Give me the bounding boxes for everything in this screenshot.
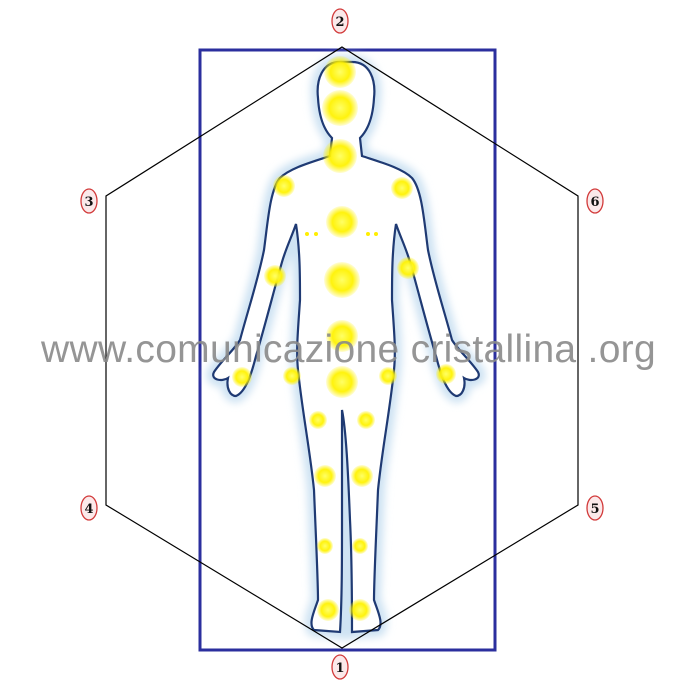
svg-text:4: 4 [84, 502, 93, 517]
energy-point-icon [323, 139, 357, 173]
energy-point-icon [322, 90, 358, 126]
energy-point-icon [366, 232, 370, 236]
energy-point-icon [314, 232, 318, 236]
svg-text:2: 2 [335, 15, 344, 30]
svg-text:3: 3 [84, 195, 93, 210]
svg-text:1: 1 [335, 661, 344, 676]
energy-point-icon [317, 599, 339, 621]
energy-point-icon [374, 232, 378, 236]
energy-point-icon [357, 411, 375, 429]
vertex-label-1: 1 [332, 655, 348, 679]
energy-point-icon [264, 265, 286, 287]
energy-point-icon [309, 411, 327, 429]
energy-point-icon [324, 56, 356, 88]
energy-point-icon [349, 599, 371, 621]
vertex-label-6: 6 [587, 189, 603, 213]
vertex-label-2: 2 [332, 9, 348, 33]
energy-point-icon [317, 538, 333, 554]
vertex-label-4: 4 [81, 496, 97, 520]
energy-point-icon [391, 177, 413, 199]
energy-point-icon [351, 465, 373, 487]
vertex-label-3: 3 [81, 189, 97, 213]
svg-text:5: 5 [590, 502, 599, 517]
vertex-label-5: 5 [587, 496, 603, 520]
energy-point-icon [273, 175, 295, 197]
watermark-text: www.comunicazione cristallina .org [0, 328, 697, 372]
energy-point-icon [397, 257, 419, 279]
energy-point-icon [352, 538, 368, 554]
energy-point-icon [305, 232, 309, 236]
energy-point-icon [324, 262, 360, 298]
energy-point-icon [314, 465, 336, 487]
energy-point-icon [326, 206, 358, 238]
svg-text:6: 6 [590, 195, 599, 210]
